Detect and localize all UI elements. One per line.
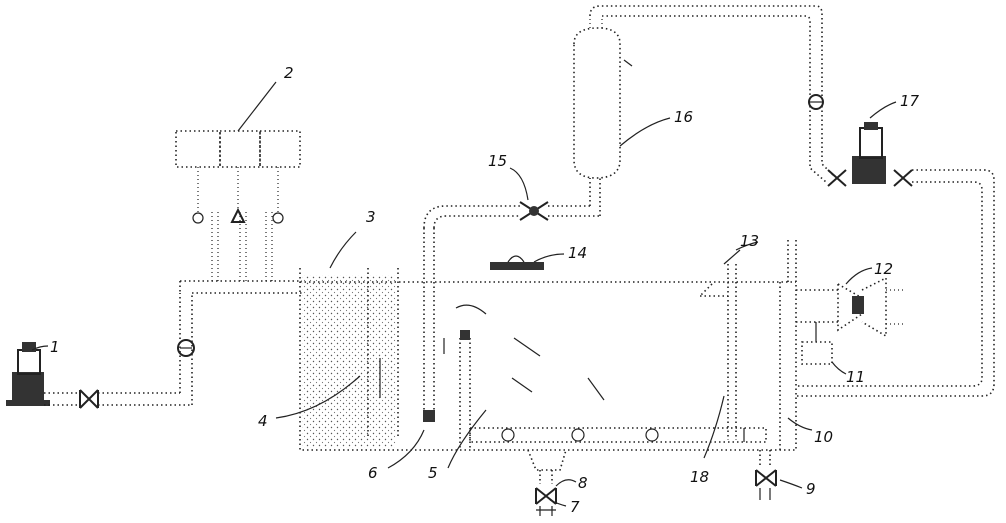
partition-wall bbox=[459, 330, 471, 448]
weir bbox=[699, 249, 741, 440]
dosing-boxes bbox=[175, 130, 301, 168]
aerator-pipe bbox=[423, 228, 435, 422]
inlet-pump-icon bbox=[6, 342, 50, 406]
leader-lines bbox=[31, 81, 897, 507]
separator-vessel bbox=[573, 16, 633, 179]
callout-13: 13 bbox=[740, 232, 759, 250]
return-flowmeter-icon bbox=[808, 94, 824, 110]
sludge-outlet bbox=[527, 449, 567, 484]
callout-14: 14 bbox=[568, 244, 587, 262]
bottom-pipe bbox=[469, 427, 767, 443]
callout-15: 15 bbox=[488, 152, 507, 170]
return-pipe bbox=[589, 5, 835, 183]
main-tank bbox=[299, 240, 797, 451]
callout-7: 7 bbox=[570, 498, 580, 516]
dosing-valve-icon bbox=[192, 207, 284, 224]
callout-17: 17 bbox=[900, 92, 920, 110]
drain-valve-icon bbox=[755, 450, 777, 500]
inlet-pipe bbox=[44, 280, 302, 406]
return-pipe-right bbox=[796, 169, 995, 397]
callout-2: 2 bbox=[284, 64, 294, 82]
callout-1: 1 bbox=[50, 338, 60, 356]
riser-pipe bbox=[423, 178, 601, 229]
inner-plates bbox=[367, 268, 399, 438]
flow-arrows bbox=[443, 304, 605, 401]
callout-16: 16 bbox=[674, 108, 693, 126]
inlet-flowmeter-icon bbox=[177, 339, 195, 357]
skimmer bbox=[490, 255, 544, 270]
callout-5: 5 bbox=[428, 464, 438, 482]
callout-18: 18 bbox=[690, 468, 709, 486]
fan-icon bbox=[837, 276, 906, 338]
outlet-duct bbox=[796, 289, 838, 323]
return-pump-icon bbox=[852, 122, 886, 184]
return-valve-icon bbox=[827, 169, 913, 187]
motor-box bbox=[801, 322, 833, 365]
callout-11: 11 bbox=[846, 368, 865, 386]
callout-6: 6 bbox=[368, 464, 378, 482]
inlet-valve-icon bbox=[79, 389, 99, 409]
callout-labels: 1 2 3 4 5 6 7 8 9 10 11 12 13 14 15 16 1… bbox=[50, 64, 920, 516]
callout-12: 12 bbox=[874, 260, 893, 278]
dosing-pipes bbox=[197, 167, 279, 281]
callout-4: 4 bbox=[258, 412, 268, 430]
riser-valve-icon bbox=[519, 201, 549, 221]
callout-3: 3 bbox=[366, 208, 376, 226]
callout-9: 9 bbox=[806, 480, 816, 498]
sludge-valve-icon bbox=[535, 487, 557, 516]
callout-8: 8 bbox=[578, 474, 588, 492]
callout-10: 10 bbox=[814, 428, 833, 446]
